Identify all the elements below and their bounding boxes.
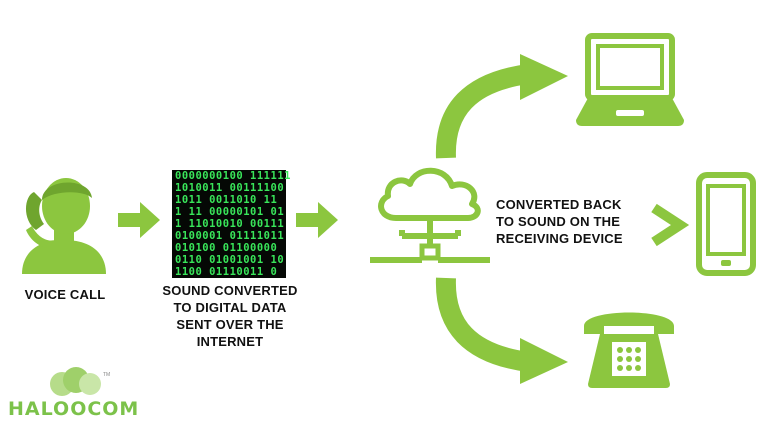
laptop-icon xyxy=(574,30,686,132)
caption-line: TO DIGITAL DATA xyxy=(173,300,287,315)
caption-line: SENT OVER THE xyxy=(176,317,284,332)
caption-line: INTERNET xyxy=(196,334,264,349)
caption-line: CONVERTED BACK xyxy=(496,197,622,212)
logo-text: HALOOCOM xyxy=(8,398,140,420)
binary-row: 010100 01100000 xyxy=(175,242,278,254)
binary-row: 1 11010010 00111 xyxy=(175,218,285,230)
arrow-right-icon xyxy=(118,200,162,240)
binary-row: 1010011 00111100 xyxy=(175,182,285,194)
logo-mark-icon xyxy=(46,366,106,400)
arrow-right-icon xyxy=(296,200,340,240)
curved-arrow-up-icon xyxy=(435,52,580,160)
curved-arrow-down-icon xyxy=(435,276,580,386)
caption-line: SOUND CONVERTED xyxy=(162,283,298,298)
desk-phone-icon xyxy=(580,304,678,390)
voice-call-label: VOICE CALL xyxy=(24,287,106,302)
caption-line: RECEIVING DEVICE xyxy=(496,231,623,246)
binary-row: 0110 01001001 10 xyxy=(175,254,285,266)
cloud-network-icon xyxy=(368,158,492,270)
binary-row: 0000000100 111111 xyxy=(175,170,291,182)
binary-row: 1011 0011010 11 xyxy=(175,194,278,206)
caption-line: TO SOUND ON THE xyxy=(496,214,621,229)
smartphone-icon xyxy=(696,172,756,276)
binary-row: 1 11 00000101 01 xyxy=(175,206,285,218)
binary-row: 0100001 01111011 xyxy=(175,230,285,242)
sound-converted-label: SOUND CONVERTED TO DIGITAL DATA SENT OVE… xyxy=(150,282,310,350)
logo-tm: TM xyxy=(103,372,111,378)
converted-back-label: CONVERTED BACK TO SOUND ON THE RECEIVING… xyxy=(496,196,646,247)
person-phone-icon xyxy=(14,168,114,274)
binary-row: 1100 01110011 0 xyxy=(175,266,278,278)
chevron-right-icon xyxy=(650,203,690,247)
binary-data-image: 0000000100 111111 1010011 00111100 1011 … xyxy=(172,170,291,278)
